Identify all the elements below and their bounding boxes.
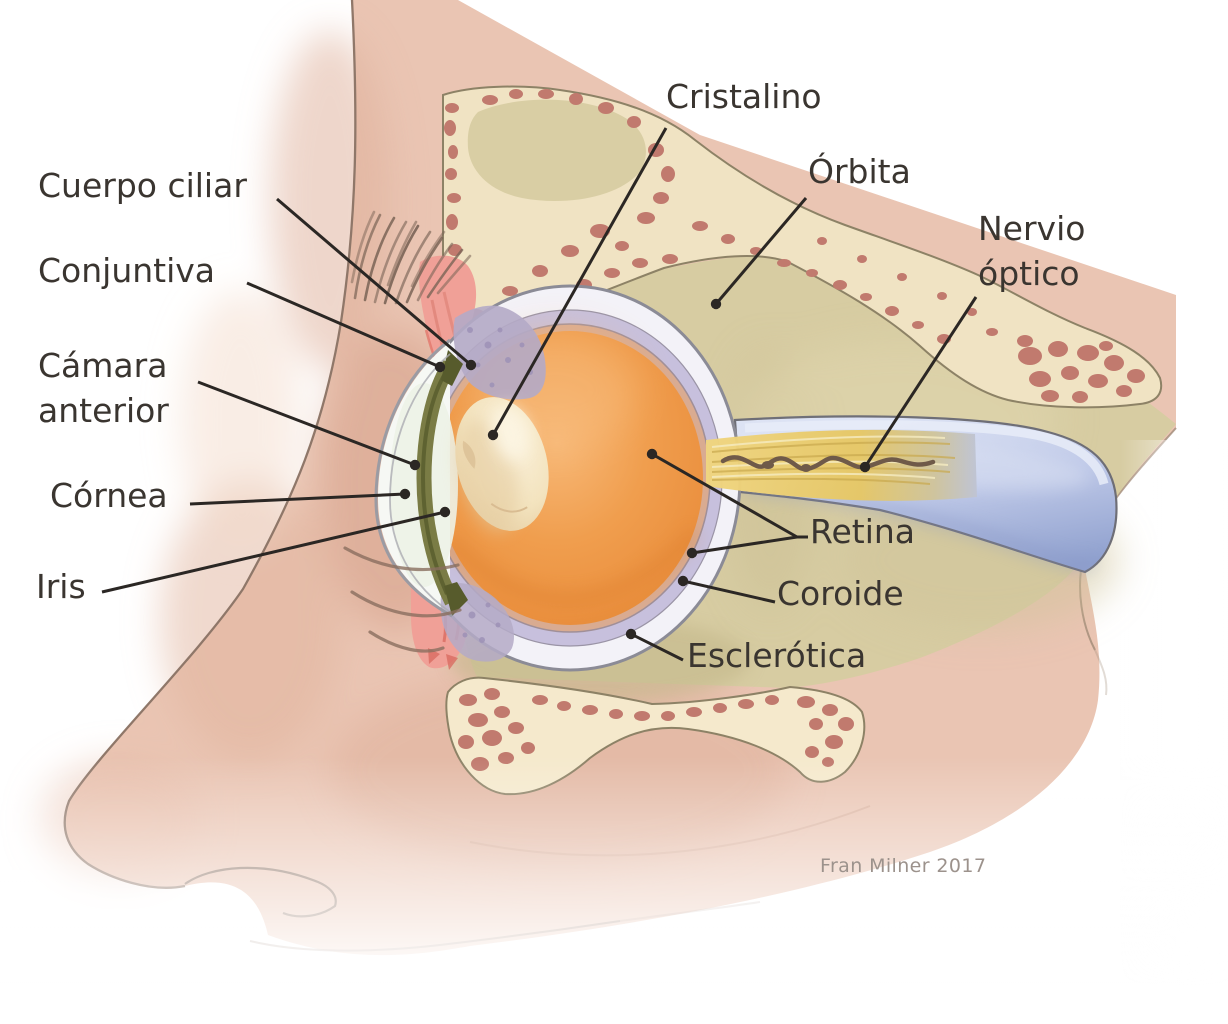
illustrator-credit: Fran Milner 2017	[820, 855, 987, 877]
leader-cristalino	[487, 127, 668, 441]
ciliary-body-iris	[416, 350, 468, 616]
leader-esclerotica	[625, 628, 684, 662]
leader-conjuntiva	[246, 281, 446, 373]
label-cornea: Córnea	[50, 476, 168, 515]
leader-camara-anterior	[197, 380, 421, 471]
leader-iris	[101, 506, 451, 594]
label-retina: Retina	[810, 512, 915, 551]
leader-lines	[101, 127, 978, 662]
cornea-outline	[374, 338, 453, 618]
leader-cuerpo-ciliar	[276, 197, 477, 371]
bone-marrow-upper	[444, 89, 1145, 403]
label-esclerotica: Esclerótica	[687, 636, 867, 675]
label-cristalino: Cristalino	[666, 77, 822, 116]
label-nervio-optico: Nervio óptico	[978, 209, 1086, 293]
frontal-bone	[442, 85, 1163, 409]
label-iris: Iris	[36, 567, 86, 606]
leader-coroide	[677, 575, 776, 604]
label-camara-anterior: Cámara anterior	[38, 346, 169, 430]
cornea-inner-line	[389, 353, 451, 613]
lower-lid-folds	[343, 546, 462, 653]
right-fade	[1120, 440, 1228, 1024]
label-coroide: Coroide	[777, 574, 904, 613]
bottom-fade	[0, 755, 1228, 1024]
nerve-fibers	[706, 429, 977, 501]
leader-cornea	[189, 488, 411, 506]
central-retinal-vessel	[720, 455, 936, 472]
label-cuerpo-ciliar: Cuerpo ciliar	[38, 166, 247, 205]
frontal-sinus	[467, 99, 646, 201]
leader-nervio-optico	[859, 296, 978, 473]
label-conjuntiva: Conjuntiva	[38, 251, 216, 290]
label-orbita: Órbita	[808, 152, 911, 191]
leader-retina	[646, 448, 808, 559]
leader-orbita	[710, 197, 808, 310]
